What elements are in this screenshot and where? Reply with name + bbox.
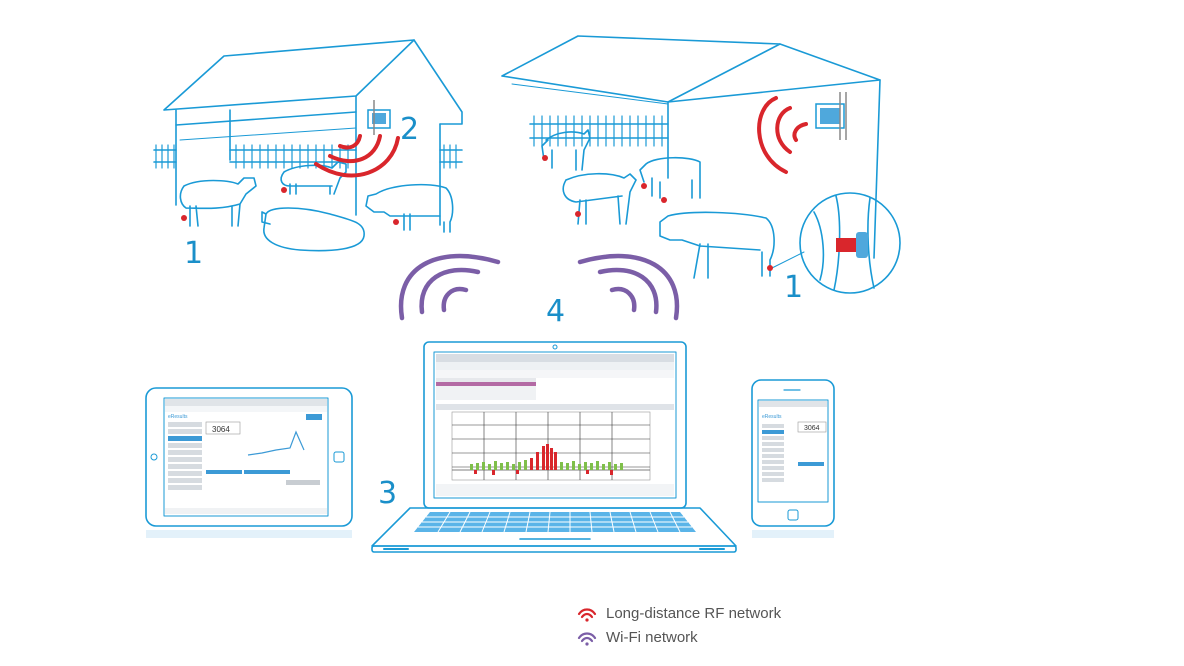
cow-left-lying [261,207,365,252]
legend-rf-label: Long-distance RF network [606,605,782,622]
phone-logo: eResults [762,414,782,420]
legend-wifi-label: Wi-Fi network [606,629,698,646]
gateway-icon [815,92,847,140]
rf-signal-icon [757,96,808,174]
tablet-value: 3064 [212,425,230,434]
legend-rf: Long-distance RF network [576,605,781,622]
rf-signal-icon [577,607,597,622]
cow-tags [181,155,773,271]
ear-tag-sensor-icon [836,232,868,258]
wifi-signal-icon [577,253,680,321]
cow-left-2 [280,161,347,195]
label-1-left: 1 [184,236,204,271]
wifi-signal-icon [398,253,501,321]
ear-tag-zoom [799,192,901,294]
cow-right-4 [659,211,775,279]
cow-left-3 [365,183,454,233]
laptop-screen-app [436,354,674,496]
cow-right-1 [541,129,591,171]
label-2: 2 [400,112,420,147]
cow-left-1 [179,177,257,227]
wifi-signal-icon [577,631,597,646]
left-fence [153,149,463,163]
tablet-logo: eResults [168,414,188,420]
right-barn [501,35,881,259]
right-fence [529,123,669,139]
phone-value: 3064 [804,425,820,432]
label-4: 4 [546,294,566,329]
rf-signal-icon [314,134,400,178]
tablet [145,387,353,527]
phone-shadow [752,530,834,538]
laptop [371,341,737,553]
gateway-icon [367,100,391,135]
legend-wifi: Wi-Fi network [576,629,698,646]
tablet-shadow [146,530,352,538]
phone-screen-app [759,401,827,482]
cow-right-3 [639,156,701,199]
label-3: 3 [378,476,398,511]
laptop-chart-bars [470,444,623,475]
tablet-screen-app [165,399,327,514]
laptop-keyboard [414,511,696,533]
left-barn [163,39,463,226]
phone [751,379,835,527]
label-1-right: 1 [784,270,804,305]
cow-right-2 [562,172,637,225]
